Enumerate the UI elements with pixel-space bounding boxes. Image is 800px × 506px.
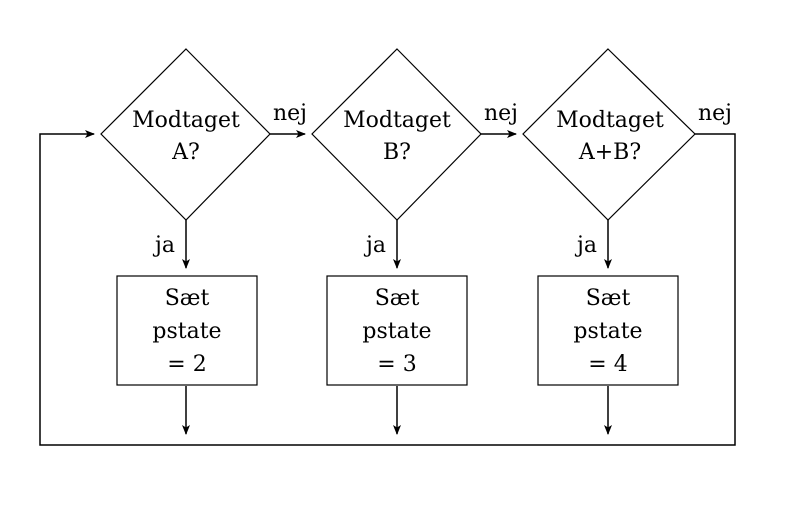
decision-received-b: Modtaget B? <box>311 48 482 221</box>
action-box <box>537 275 679 386</box>
action-set-pstate-3: Sæt pstate = 3 <box>326 275 468 386</box>
action-label-line2: pstate <box>152 319 221 344</box>
yes-label-2: ja <box>363 233 386 258</box>
decision-received-a-plus-b: Modtaget A+B? <box>522 48 696 221</box>
decision-diamond <box>311 48 482 221</box>
decision-label-line2: A? <box>171 140 200 165</box>
action-label-line1: Sæt <box>165 286 210 311</box>
no-label-1: nej <box>273 101 307 126</box>
action-label-line2: pstate <box>573 319 642 344</box>
yes-label-3: ja <box>574 233 597 258</box>
decision-received-a: Modtaget A? <box>100 48 271 221</box>
action-set-pstate-4: Sæt pstate = 4 <box>537 275 679 386</box>
action-box <box>116 275 258 386</box>
action-label-line1: Sæt <box>375 286 420 311</box>
no-label-2: nej <box>484 101 518 126</box>
action-label-line3: = 4 <box>588 352 627 377</box>
decision-label-line2: A+B? <box>578 140 641 165</box>
action-label-line3: = 3 <box>377 352 416 377</box>
decision-diamond <box>100 48 271 221</box>
action-box <box>326 275 468 386</box>
decision-diamond <box>522 48 696 221</box>
decision-label-line1: Modtaget <box>343 108 451 133</box>
no-label-3: nej <box>698 101 732 126</box>
action-set-pstate-2: Sæt pstate = 2 <box>116 275 258 386</box>
decision-label-line1: Modtaget <box>556 108 664 133</box>
action-label-line1: Sæt <box>586 286 631 311</box>
action-label-line3: = 2 <box>167 352 206 377</box>
action-label-line2: pstate <box>362 319 431 344</box>
decision-label-line1: Modtaget <box>132 108 240 133</box>
loop-back-edge <box>39 130 736 446</box>
decision-label-line2: B? <box>383 140 411 165</box>
yes-label-1: ja <box>152 233 175 258</box>
